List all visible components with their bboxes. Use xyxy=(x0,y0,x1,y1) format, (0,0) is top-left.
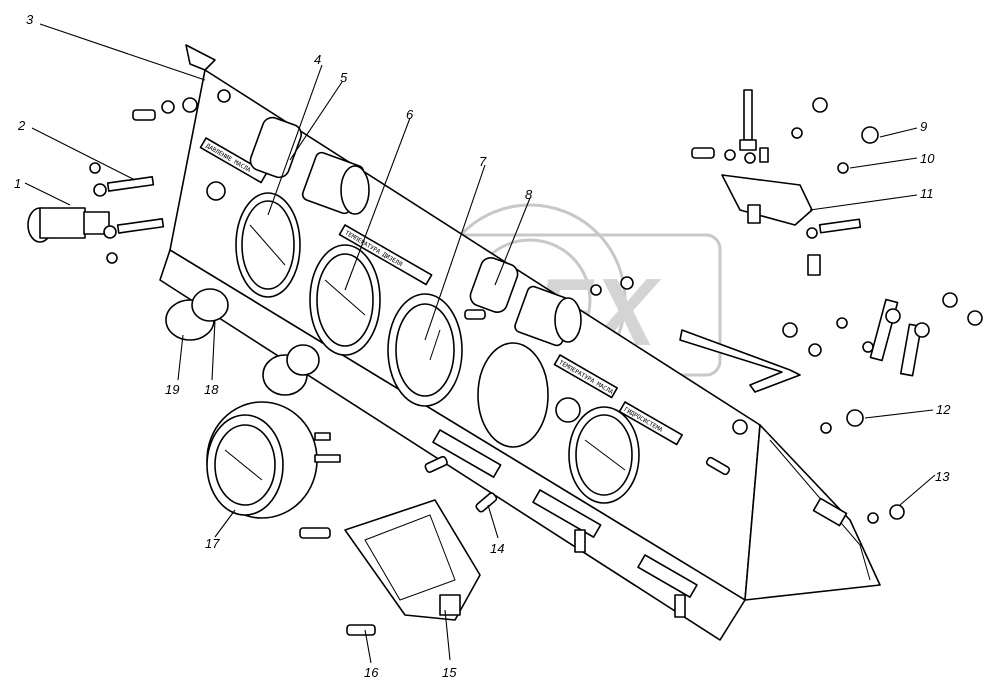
gauge-opening xyxy=(477,342,549,448)
callout-labels: 3 2 1 4 5 6 7 8 9 10 11 12 13 14 15 16 1… xyxy=(14,12,951,680)
callout-16: 16 xyxy=(364,665,379,680)
part-15-relay xyxy=(344,499,481,621)
callout-9: 9 xyxy=(920,119,927,134)
callout-17: 17 xyxy=(205,536,220,551)
callout-13: 13 xyxy=(935,469,950,484)
indicator-lamp xyxy=(555,397,581,423)
part-19-knob xyxy=(165,288,229,341)
callout-18: 18 xyxy=(204,382,219,397)
part-17-gauge xyxy=(206,401,341,519)
callout-5: 5 xyxy=(340,70,348,85)
part-2-terminal xyxy=(89,162,165,264)
gauge-6 xyxy=(309,244,381,356)
switch-8 xyxy=(469,257,582,347)
gauge-right xyxy=(568,406,640,504)
fasteners-right xyxy=(590,276,983,524)
gauge-4 xyxy=(235,192,301,298)
fasteners-top-right xyxy=(691,97,879,276)
part-11-switch xyxy=(721,89,813,226)
part-1-lamp xyxy=(27,207,110,243)
fasteners-top-left xyxy=(132,97,198,121)
switch-5 xyxy=(249,116,370,215)
part-18-knob xyxy=(262,344,320,396)
fasteners-bottom xyxy=(299,309,686,636)
bracket xyxy=(679,329,801,393)
callout-3: 3 xyxy=(26,12,34,27)
gauge-7 xyxy=(387,293,463,407)
callout-4: 4 xyxy=(314,52,321,67)
callout-12: 12 xyxy=(936,402,951,417)
callout-2: 2 xyxy=(17,118,26,133)
callout-7: 7 xyxy=(479,154,487,169)
callout-14: 14 xyxy=(490,541,504,556)
callout-8: 8 xyxy=(525,187,533,202)
callout-19: 19 xyxy=(165,382,179,397)
leader-lines xyxy=(24,23,936,664)
callout-11: 11 xyxy=(920,186,934,201)
callout-6: 6 xyxy=(406,107,414,122)
callout-1: 1 xyxy=(14,176,21,191)
callout-10: 10 xyxy=(920,151,935,166)
callout-15: 15 xyxy=(442,665,457,680)
